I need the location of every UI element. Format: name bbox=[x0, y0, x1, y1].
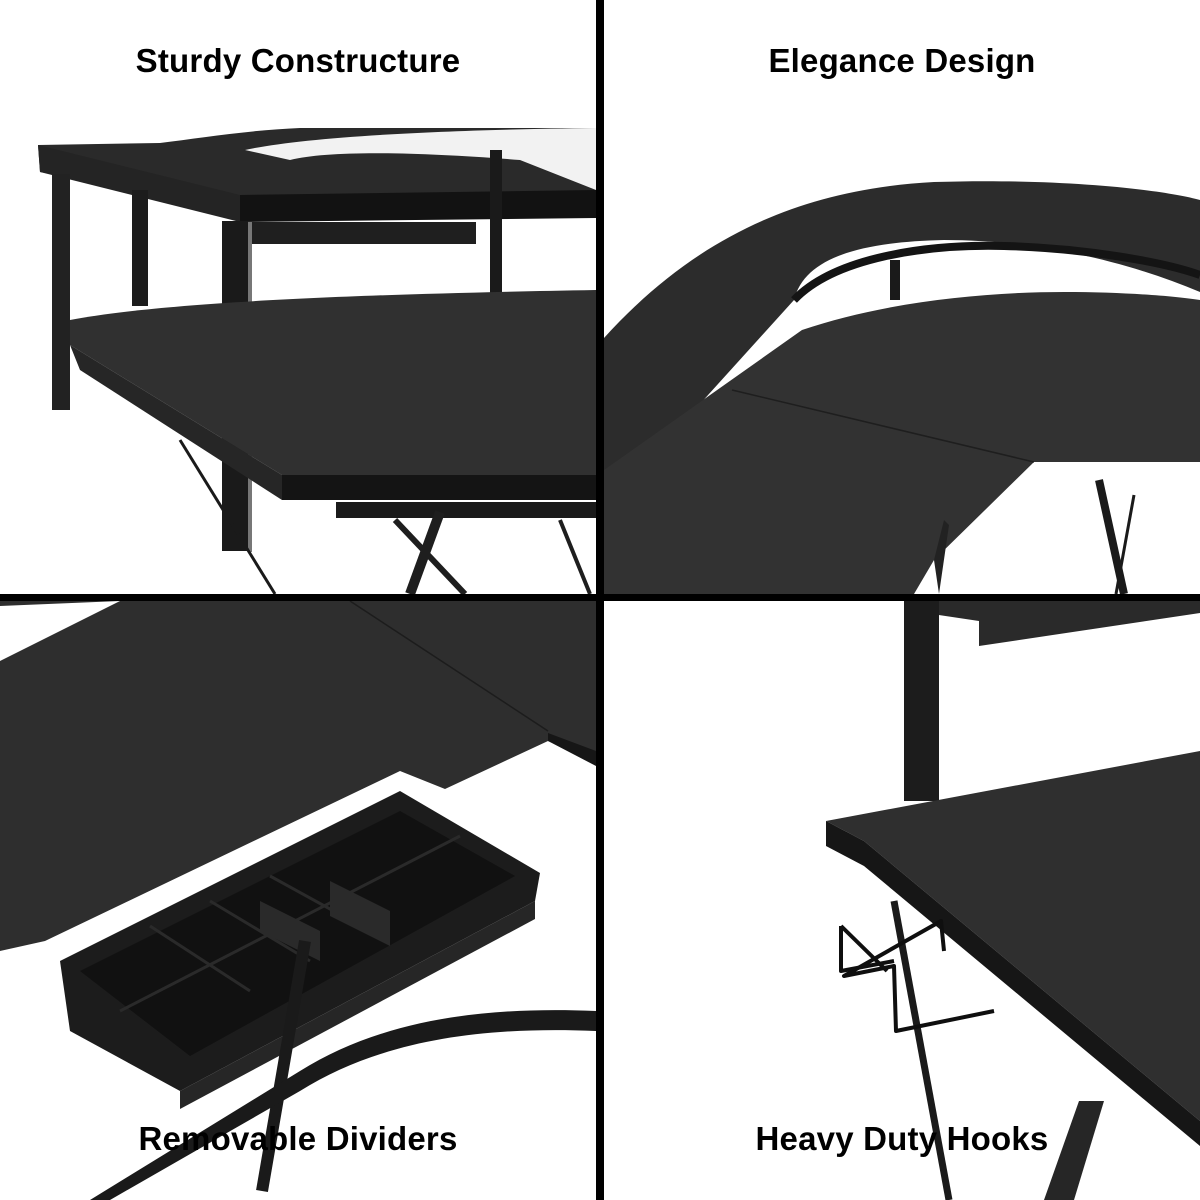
caption-elegance-design: Elegance Design bbox=[768, 42, 1036, 79]
caption-removable-dividers: Removable Dividers bbox=[138, 1120, 458, 1157]
drawer-organizer-illustration bbox=[0, 601, 596, 1200]
caption-heavy-duty-hooks: Heavy Duty Hooks bbox=[755, 1120, 1049, 1157]
desk-shelf-illustration bbox=[38, 128, 596, 594]
panel-heavy-duty-hooks: Heavy Duty Hooks bbox=[604, 601, 1200, 1200]
headphone-hook-illustration bbox=[826, 601, 1200, 1200]
panel-removable-dividers: Removable Dividers bbox=[0, 601, 596, 1200]
caption-sturdy-constructure: Sturdy Constructure bbox=[135, 42, 461, 79]
panel-sturdy-constructure: Sturdy Constructure bbox=[0, 0, 596, 594]
panel-elegance-design: Elegance Design bbox=[604, 0, 1200, 594]
curved-desk-illustration bbox=[604, 181, 1200, 594]
horizontal-divider bbox=[0, 594, 1200, 601]
